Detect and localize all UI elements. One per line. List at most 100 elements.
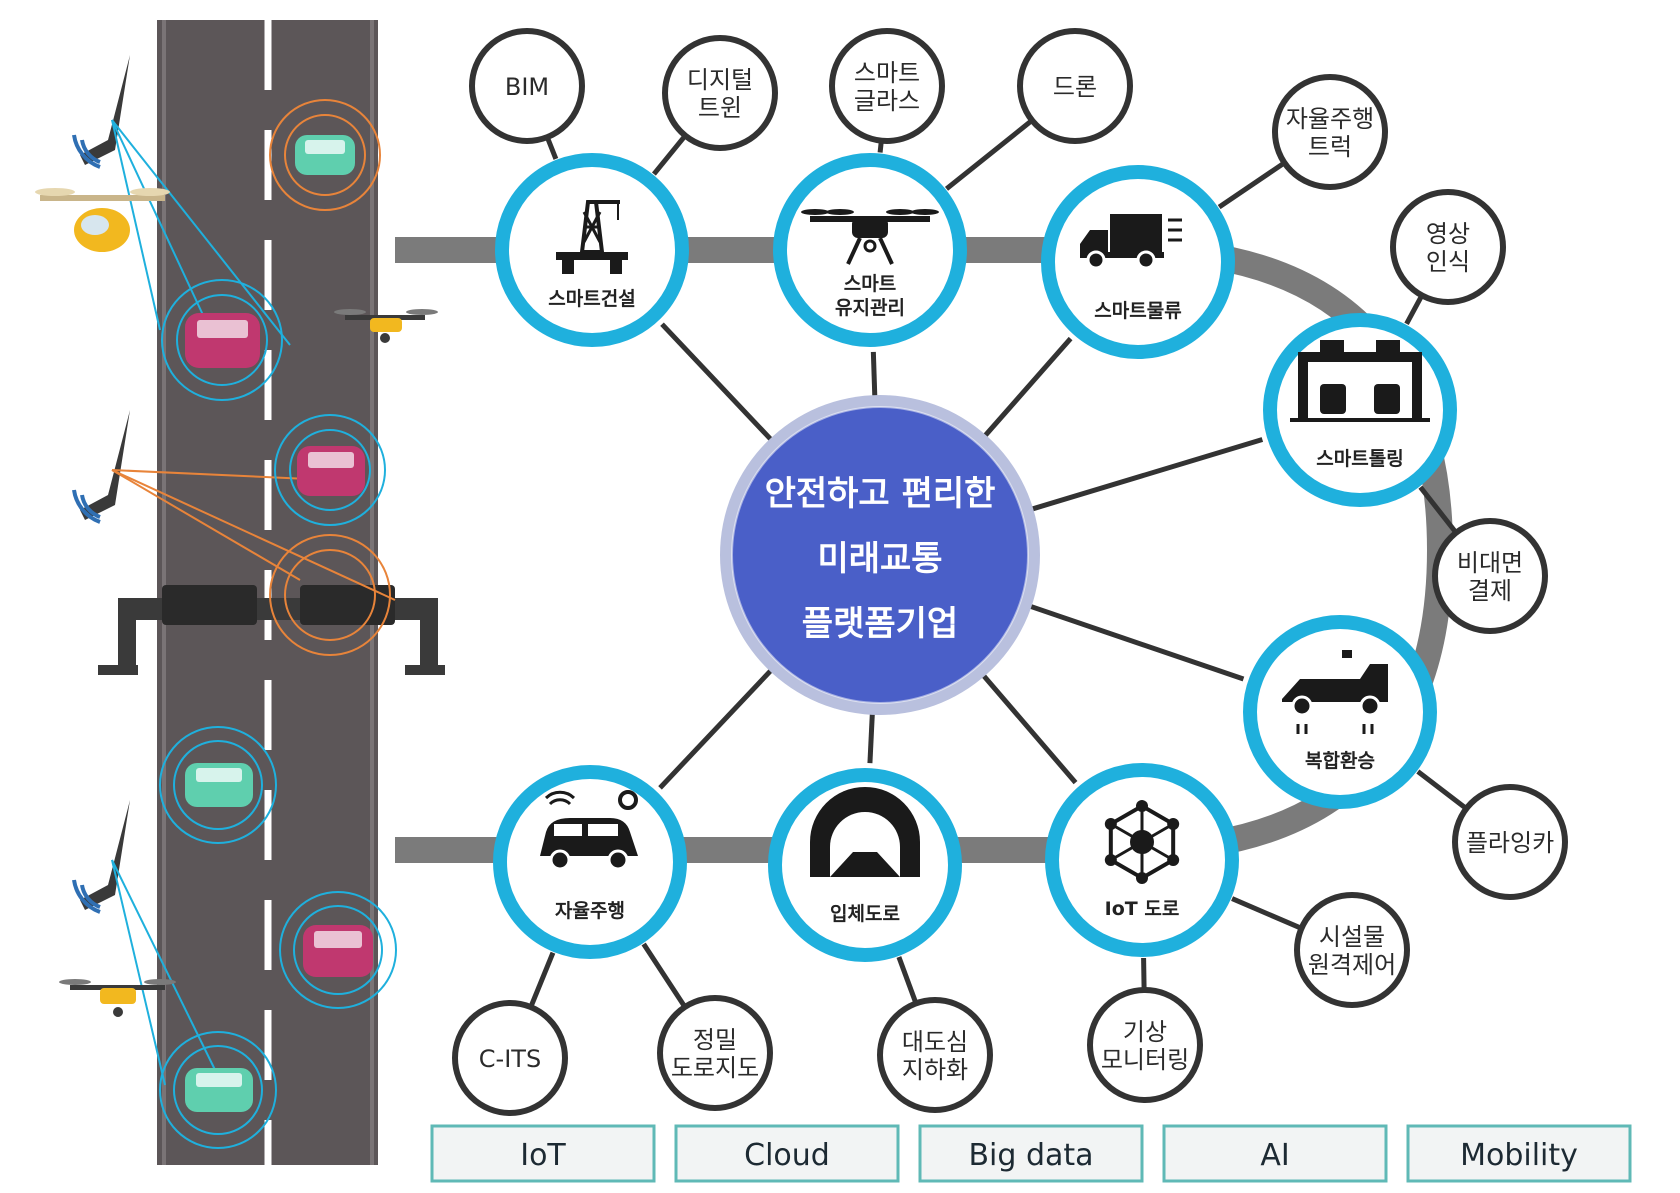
tech-box-cloud: Cloud — [674, 1124, 900, 1183]
hub-label: 복합환승 — [1305, 750, 1375, 772]
hub-3d-road: 입체도로 — [768, 768, 962, 962]
hub-transfer: 복합환승 — [1243, 615, 1437, 809]
spoke-construction — [660, 322, 776, 445]
leaf-link — [896, 956, 918, 1003]
leaf-link — [1231, 896, 1301, 930]
drone-icon — [801, 209, 939, 265]
signal-lines — [111, 119, 396, 1086]
toll-gate-icon — [1290, 340, 1430, 422]
spoke-3d-road — [867, 709, 876, 764]
hub-label: 스마트물류 — [1094, 300, 1181, 322]
hub-label: 스마트톨링 — [1316, 448, 1403, 470]
leaf-node: BIM — [469, 28, 585, 144]
leaf-link — [1217, 161, 1285, 210]
flying-car-icon — [35, 188, 170, 252]
spoke-iot-road — [979, 670, 1078, 785]
truck-icon — [1080, 214, 1182, 270]
tech-label: AI — [1260, 1138, 1289, 1173]
street-light-icon — [72, 410, 130, 524]
hub-logistics: 스마트물류 — [1041, 165, 1235, 359]
leaf-links — [529, 119, 1467, 1007]
iot-network-icon — [1104, 800, 1180, 884]
center-node: 안전하고 편리한 미래교통 플랫폼기업 — [720, 395, 1040, 715]
center-title-line-2: 미래교통 — [817, 539, 942, 579]
leaf-link — [641, 942, 686, 1007]
tech-label: Cloud — [744, 1138, 830, 1173]
hub-label: IoT 도로 — [1105, 898, 1180, 920]
drone-icon — [59, 979, 176, 1017]
leaf-link — [877, 142, 884, 153]
car-icon — [279, 891, 397, 1009]
drone-icon — [334, 309, 438, 343]
leaf-node: 드론 — [1017, 28, 1133, 144]
highway-toll-gate — [98, 585, 445, 675]
car-icon — [269, 534, 391, 656]
tech-label: Big data — [968, 1138, 1093, 1173]
leaf-link — [944, 119, 1033, 191]
hub-autonomous: 자율주행 — [493, 765, 687, 959]
center-title-line-1: 안전하고 편리한 — [765, 474, 996, 514]
street-light-icon — [72, 55, 130, 169]
spoke-logistics — [980, 336, 1073, 441]
tech-box-iot: IoT — [430, 1124, 656, 1183]
leaf-link — [1404, 295, 1424, 325]
hub-label: 스마트건설 — [548, 288, 635, 310]
spoke-autonomous — [658, 665, 776, 790]
tech-box-mobility: Mobility — [1406, 1124, 1632, 1183]
leaf-node: 플라잉카 — [1452, 784, 1568, 900]
leaf-link — [651, 135, 686, 176]
hub-label: 입체도로 — [830, 903, 900, 925]
spokes — [658, 322, 1264, 790]
leaf-node: C-ITS — [452, 1000, 568, 1116]
hub-iot-road: IoT 도로 — [1045, 763, 1239, 957]
car-icon — [161, 279, 283, 401]
car-icon — [274, 414, 386, 526]
vehicle-transfer-icon — [1282, 650, 1388, 734]
technology-bar: IoT Cloud Big data AI Mobility — [430, 1124, 1632, 1183]
autonomous-car-icon — [540, 790, 638, 871]
spoke-transfer — [1025, 602, 1245, 682]
center-title-line-3: 플랫폼기업 — [802, 604, 958, 644]
spoke-tolling — [1027, 437, 1264, 513]
leaf-link — [529, 951, 556, 1007]
leaf-link — [1416, 769, 1467, 810]
street-light-icon — [72, 800, 130, 914]
car-icon — [159, 726, 277, 844]
leaf-label: BIM — [505, 73, 549, 101]
tech-label: IoT — [520, 1138, 566, 1173]
tech-box-big-data: Big data — [918, 1124, 1144, 1183]
car-icon — [269, 99, 381, 211]
tech-label: Mobility — [1460, 1138, 1578, 1173]
leaf-link — [545, 138, 559, 160]
leaf-label: 플라잉카 — [1466, 829, 1554, 857]
construction-crane-icon — [556, 200, 628, 274]
hub-label: 자율주행 — [555, 900, 625, 922]
tunnel-icon — [810, 787, 920, 877]
hub-tolling: 스마트톨링 — [1263, 313, 1457, 507]
spoke-maintenance — [870, 351, 878, 401]
leaf-label: C-ITS — [479, 1045, 541, 1073]
